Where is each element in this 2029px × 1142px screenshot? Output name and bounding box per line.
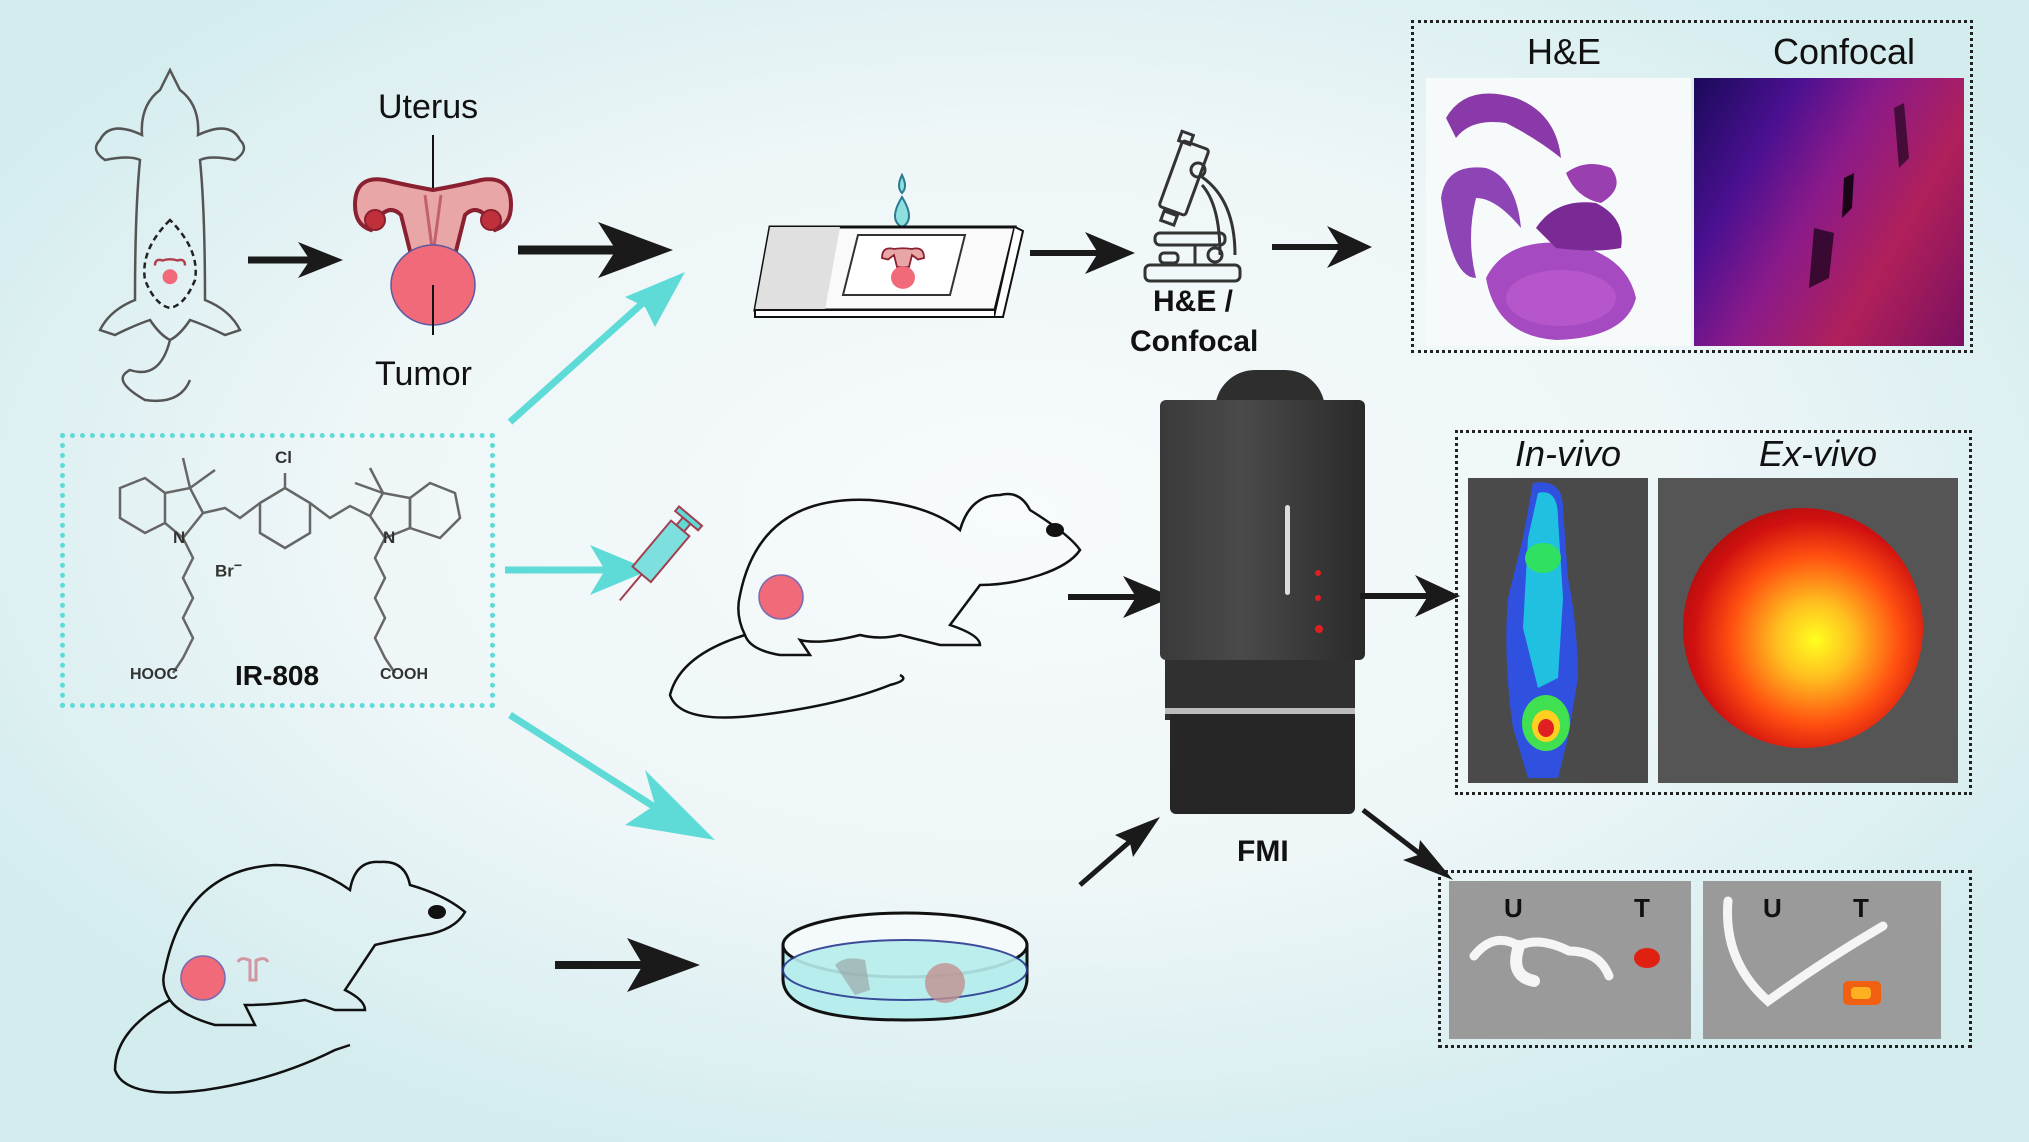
he-title: H&E: [1526, 31, 1602, 72]
uterus-marker: U: [1763, 893, 1782, 923]
excised-organs-panel: U T U T: [1438, 870, 1972, 1048]
cyan-arrow-icon: [507, 272, 685, 425]
histology-panel: H&E Confocal: [1411, 20, 1973, 353]
arrow-icon: [1360, 575, 1460, 617]
mini-uterus: [236, 957, 270, 982]
organs-image-left: U T: [1449, 881, 1691, 1039]
tumor-label: Tumor: [375, 355, 472, 393]
fmi-imaging-system: [1155, 370, 1370, 820]
chem-br: Br−: [215, 558, 242, 582]
syringe-icon: [619, 505, 704, 602]
ex-vivo-title: Ex-vivo: [1758, 433, 1878, 474]
tumor-spot: [758, 574, 804, 620]
chem-cooh: COOH: [380, 666, 428, 683]
ex-vivo-image: [1658, 478, 1958, 783]
tumor-spot: [180, 955, 226, 1001]
arrow-icon: [1078, 817, 1160, 887]
mini-uterus: [153, 258, 187, 285]
arrow-icon: [518, 222, 673, 278]
compound-name-label: IR-808: [235, 660, 320, 691]
droplet-icon: [898, 172, 906, 195]
arrow-icon: [248, 242, 343, 278]
tumor-marker: T: [1853, 893, 1869, 923]
microscope-slide-illustration: [753, 172, 1025, 318]
fluorescence-imaging-panel: In-vivo Ex-vivo: [1455, 430, 1972, 795]
uterus-label: Uterus: [378, 88, 479, 126]
cyan-arrow-icon: [505, 545, 650, 595]
cyan-arrow-icon: [508, 712, 715, 840]
tumor-bearing-mouse-illustration: [113, 860, 467, 1094]
organs-image-right: U T: [1703, 881, 1941, 1039]
ir808-structure-box: N Cl Br− N HOOC COOH IR-808: [60, 433, 495, 708]
arrow-icon: [1030, 232, 1135, 274]
chem-cl: Cl: [275, 448, 292, 467]
ir808-molecule-structure: [118, 457, 462, 674]
arrow-icon: [555, 938, 700, 992]
in-vivo-image: [1468, 478, 1648, 783]
chem-n-right: N: [383, 528, 396, 547]
he-stain-image: [1426, 78, 1691, 346]
petri-dish-illustration: [781, 911, 1029, 1022]
confocal-title: Confocal: [1772, 31, 1916, 72]
incision-outline: [143, 218, 197, 310]
confocal-image: [1694, 78, 1964, 346]
microscope-caption-line2: Confocal: [1130, 325, 1259, 358]
tumor-marker: T: [1634, 893, 1650, 923]
chem-br-charge: −: [233, 558, 243, 574]
arrow-icon: [1272, 226, 1372, 268]
microscope-caption-line1: H&E /: [1153, 285, 1234, 318]
fmi-label: FMI: [1237, 835, 1289, 868]
supine-mouse-illustration: [94, 67, 246, 403]
uterus-tumor-illustration: [352, 135, 514, 335]
injected-mouse-illustration: [619, 492, 1082, 719]
chem-n-left: N: [173, 528, 186, 547]
microscope-icon: [1143, 129, 1242, 283]
arrow-icon: [1068, 576, 1173, 618]
in-vivo-title: In-vivo: [1514, 433, 1622, 474]
chem-hooc: HOOC: [130, 666, 178, 683]
uterus-marker: U: [1504, 893, 1523, 923]
chem-br-text: Br: [215, 561, 234, 581]
